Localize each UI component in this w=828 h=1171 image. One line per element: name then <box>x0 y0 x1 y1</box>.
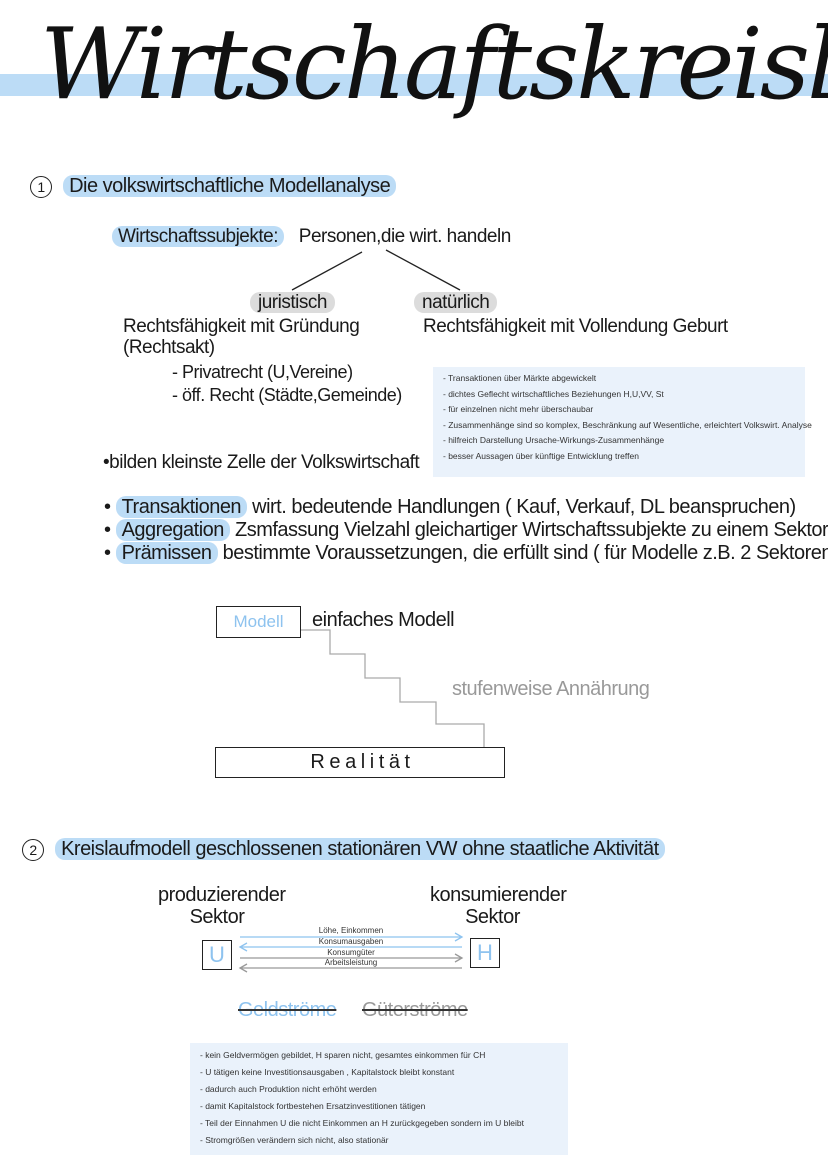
section-title: Die volkswirtschaftliche Modellanalyse <box>63 175 397 197</box>
term-definition: Zsmfassung Vielzahl gleichartiger Wirtsc… <box>235 519 828 541</box>
note-line: - besser Aussagen über künftige Entwickl… <box>443 450 639 461</box>
juristic-text: Rechtsfähigkeit mit Gründung <box>123 316 360 337</box>
approach-label: stufenweise Annährung <box>452 678 650 700</box>
note-line: - damit Kapitalstock fortbestehen Ersatz… <box>200 1101 426 1111</box>
legend-money: Geldströme <box>238 999 337 1021</box>
note-line: - Teil der Einnahmen U die nicht Einkomm… <box>200 1118 524 1128</box>
section-number: 2 <box>22 839 44 861</box>
flow-label: Arbeitsleistung <box>324 958 378 967</box>
term-row: • Aggregation Zsmfassung Vielzahl gleich… <box>104 519 828 541</box>
term: Aggregation <box>115 519 230 541</box>
note-line: - hilfreich Darstellung Ursache-Wirkungs… <box>443 435 665 445</box>
section-title: Kreislaufmodell geschlossenen stationäre… <box>55 838 665 860</box>
section-1-heading: 1 Die volkswirtschaftliche Modellanalyse <box>30 175 397 198</box>
page-title: Wirtschaftskreislauf <box>40 8 828 122</box>
juristic-item: - öff. Recht (Städte,Gemeinde) <box>172 385 402 405</box>
note-line: - U tätigen keine Investitionsausgaben ,… <box>200 1067 455 1077</box>
sector-line: produzierender <box>158 884 286 906</box>
flow-label: Löhe, Einkommen <box>318 926 384 935</box>
natural-label: natürlich <box>414 292 498 313</box>
producing-sector: produzierender Sektor <box>158 884 286 928</box>
section-number: 1 <box>30 176 52 198</box>
subjects-label: Wirtschaftssubjekte: <box>112 226 284 247</box>
note-line: - kein Geldvermögen gebildet, H sparen n… <box>200 1050 486 1060</box>
consuming-sector: konsumierender Sektor <box>430 884 567 928</box>
sector-line: Sektor <box>189 906 245 928</box>
info-box-1: - Transaktionen über Märkte abgewickelt … <box>433 367 812 477</box>
title-band <box>0 74 828 96</box>
section-2-heading: 2 Kreislaufmodell geschlossenen stationä… <box>22 838 665 861</box>
flow-label: Konsumausgaben <box>318 937 384 946</box>
household-box: H <box>470 938 500 968</box>
term-definition: bestimmte Voraussetzungen, die erfüllt s… <box>222 542 828 564</box>
term-row: • Prämissen bestimmte Voraussetzungen, d… <box>104 542 828 565</box>
subjects-definition: Personen,die wirt. handeln <box>298 226 511 247</box>
reality-box: R e a l i t ä t <box>215 747 505 778</box>
term-definition: wirt. bedeutende Handlungen ( Kauf, Verk… <box>252 496 796 518</box>
subjects-row: Wirtschaftssubjekte: Personen,die wirt. … <box>112 226 511 248</box>
note-line: - dichtes Geflecht wirtschaftliches Bezi… <box>443 388 664 399</box>
note-line: - Transaktionen über Märkte abgewickelt <box>443 373 597 383</box>
juristic-label: juristisch <box>250 292 335 313</box>
natural-text: Rechtsfähigkeit mit Vollendung Geburt <box>423 316 728 337</box>
model-box: Modell <box>216 606 301 638</box>
item-text: öff. Recht (Städte,Gemeinde) <box>182 385 402 405</box>
term: Transaktionen <box>115 496 248 518</box>
sector-line: konsumierender <box>430 884 567 906</box>
legend-goods: Güterströme <box>362 999 468 1021</box>
info-box-2: - kein Geldvermögen gebildet, H sparen n… <box>190 1043 568 1155</box>
juristic-text-2: (Rechtsakt) <box>123 337 215 358</box>
term-row: • Transaktionen wirt. bedeutende Handlun… <box>104 496 796 518</box>
juristic-item: - Privatrecht (U,Vereine) <box>172 362 353 382</box>
sector-line: Sektor <box>465 906 520 928</box>
note-line: - dadurch auch Produktion nicht erhöht w… <box>200 1084 377 1094</box>
note-line: - Zusammenhänge sind so komplex, Beschrä… <box>443 419 812 430</box>
cell-text: •bilden kleinste Zelle der Volkswirtscha… <box>103 452 420 473</box>
item-text: Privatrecht (U,Vereine) <box>182 362 353 382</box>
note-line: - Stromgrößen verändern sich nicht, also… <box>200 1135 389 1145</box>
firm-box: U <box>202 940 232 970</box>
model-label: einfaches Modell <box>312 609 455 631</box>
note-line: - für einzelnen nicht mehr überschaubar <box>443 404 594 414</box>
term: Prämissen <box>115 542 218 564</box>
flow-label: Konsumgüter <box>327 948 375 957</box>
